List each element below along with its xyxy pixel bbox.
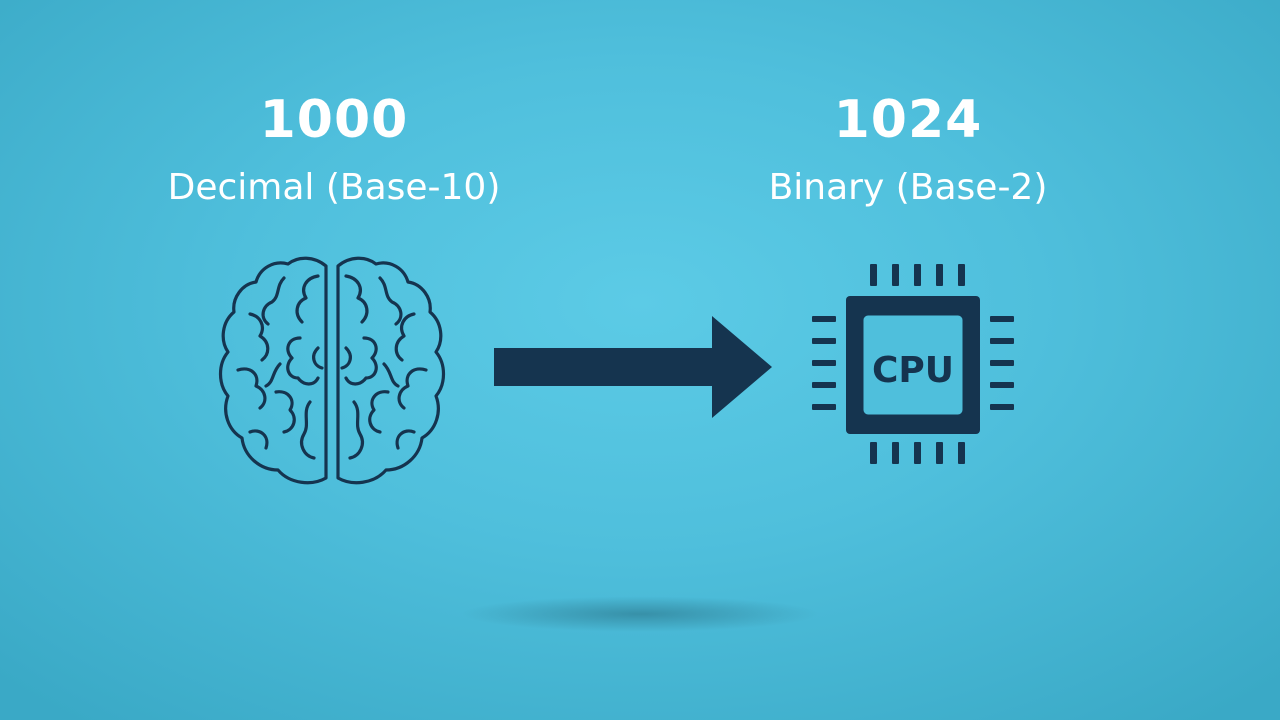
cpu-label: CPU [872, 350, 954, 391]
decimal-value: 1000 [259, 90, 409, 150]
floor-shadow [460, 596, 820, 632]
arrow-right-icon [494, 316, 772, 418]
binary-label: Binary (Base-2) [768, 167, 1048, 208]
decimal-label: Decimal (Base-10) [167, 167, 501, 208]
binary-block: 1024 Binary (Base-2) [668, 88, 1148, 210]
brain-icon [218, 256, 446, 485]
cpu-chip-icon: CPU [812, 264, 1014, 464]
decimal-block: 1000 Decimal (Base-10) [94, 88, 574, 210]
binary-value: 1024 [833, 90, 983, 150]
